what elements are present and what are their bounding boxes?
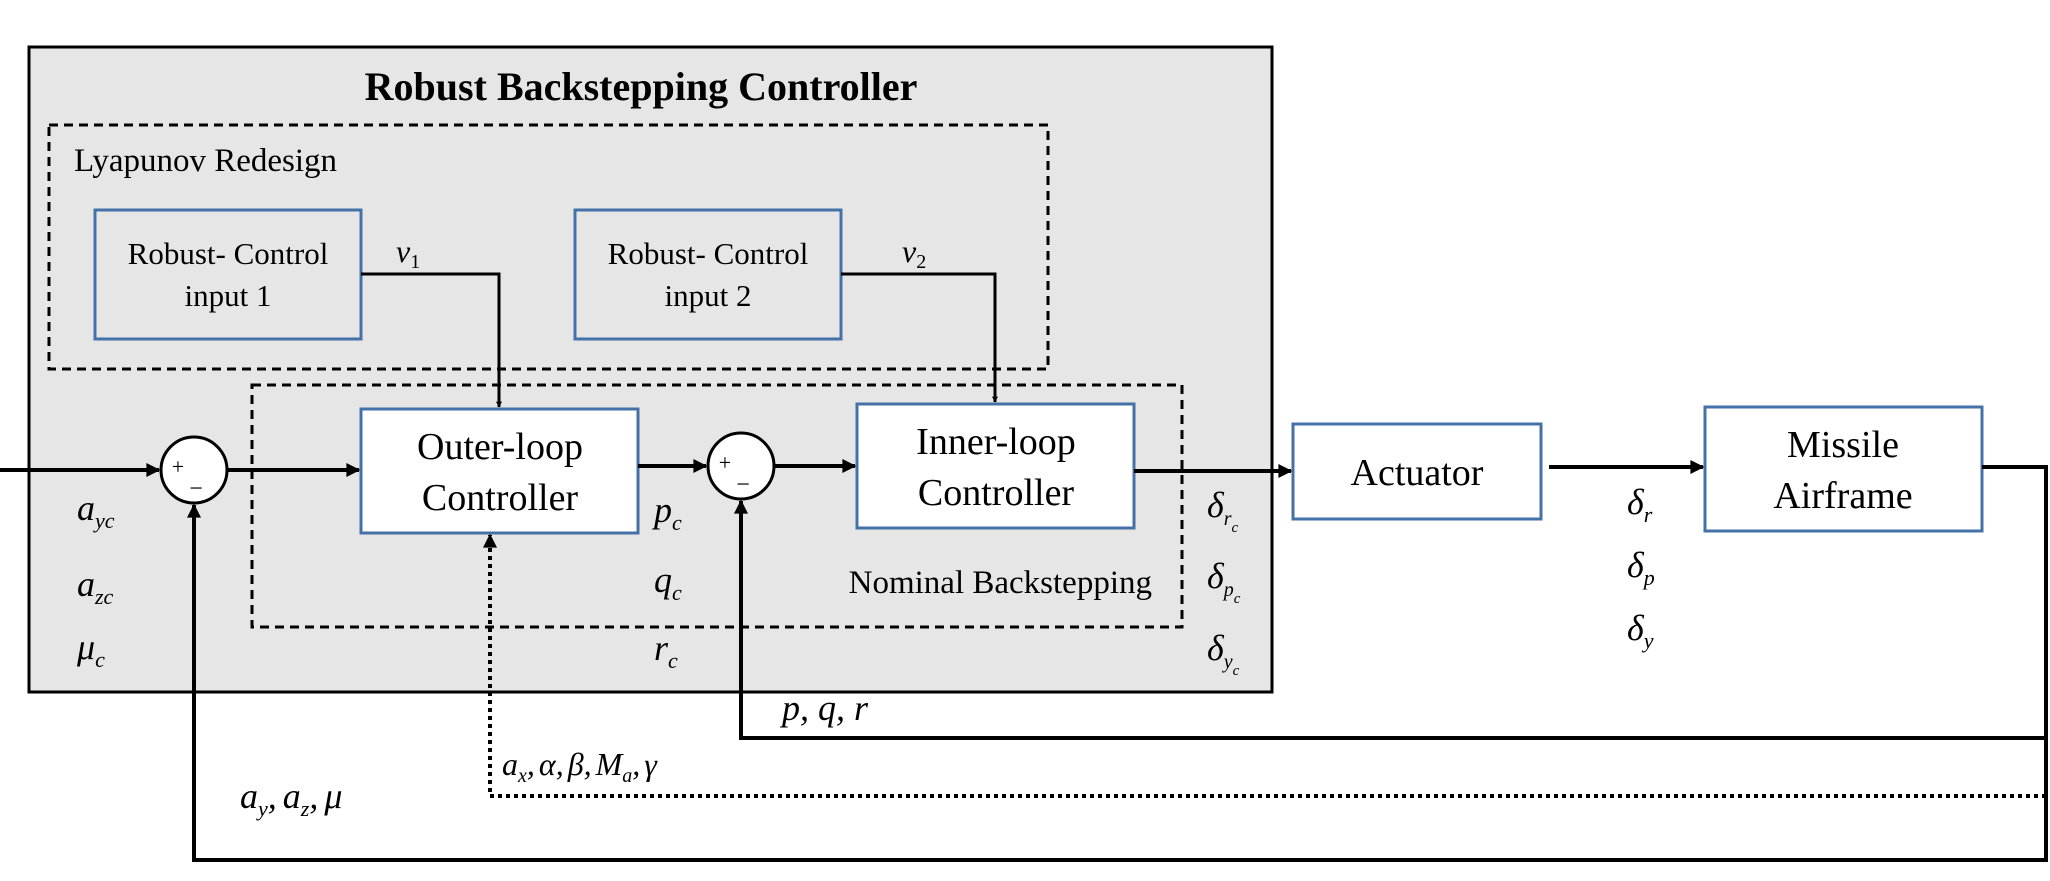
deflection-labels: δr δp δy [1627, 482, 1655, 653]
label-pqr-feedback: p, q, r [779, 688, 869, 728]
robust-control-input-2-block: Robust- Control input 2 [573, 208, 843, 341]
svg-text:Airframe: Airframe [1773, 475, 1912, 517]
command-labels: ayc azc μc [76, 488, 115, 672]
svg-text:−: − [189, 476, 203, 502]
svg-text:Robust- Control: Robust- Control [128, 236, 329, 271]
svg-text:Robust- Control: Robust- Control [608, 236, 809, 271]
svg-text:Controller: Controller [422, 477, 579, 519]
nominal-backstepping-region [250, 383, 1184, 629]
svg-text:Inner-loop: Inner-loop [916, 421, 1076, 463]
label-accel-feedback: ay,az,μ [240, 776, 342, 821]
label-v2: v2 [902, 233, 926, 273]
label-delta-p: δp [1627, 545, 1655, 590]
svg-text:−: − [736, 472, 750, 498]
actuator-block: Actuator [1291, 422, 1543, 521]
label-ayc: ayc [77, 488, 115, 533]
nominal-backstepping-label: Nominal Backstepping [849, 565, 1152, 601]
svg-text:+: + [719, 450, 731, 475]
label-delta-pc: δpc [1207, 556, 1241, 607]
label-delta-y: δy [1627, 608, 1654, 653]
deflection-command-labels: δrc δpc δyc [1207, 485, 1241, 679]
label-muc: μc [76, 627, 105, 672]
svg-text:input 2: input 2 [665, 278, 752, 313]
label-state-feedback: ax,α,β,Ma,γ [502, 746, 658, 787]
panel-title: Robust Backstepping Controller [365, 64, 918, 109]
svg-text:Outer-loop: Outer-loop [417, 426, 583, 468]
label-delta-rc: δrc [1207, 485, 1239, 536]
label-rc: rc [654, 628, 678, 673]
svg-text:input 1: input 1 [185, 278, 272, 313]
missile-airframe-block: Missile Airframe [1703, 405, 1984, 533]
svg-text:+: + [172, 454, 184, 479]
robust-control-input-1-block: Robust- Control input 1 [93, 208, 363, 341]
label-azc: azc [77, 564, 114, 609]
svg-text:Controller: Controller [918, 472, 1075, 514]
lyapunov-redesign-region [47, 123, 1050, 371]
inner-loop-controller-block: Inner-loop Controller [855, 402, 1136, 530]
svg-text:Actuator: Actuator [1351, 452, 1484, 494]
label-delta-yc: δyc [1207, 628, 1240, 679]
signal-lines [0, 272, 2048, 862]
outer-loop-controller-block: Outer-loop Controller [359, 407, 640, 535]
summing-junction-1: + − [159, 435, 229, 505]
rate-command-labels: pc qc rc [651, 490, 682, 673]
label-qc: qc [654, 560, 682, 605]
summing-junction-2: + − [706, 431, 776, 501]
svg-text:Missile: Missile [1787, 424, 1899, 466]
label-v1: v1 [396, 233, 420, 273]
label-pc: pc [651, 490, 682, 535]
lyapunov-redesign-label: Lyapunov Redesign [74, 143, 337, 179]
label-delta-r: δr [1627, 482, 1653, 527]
